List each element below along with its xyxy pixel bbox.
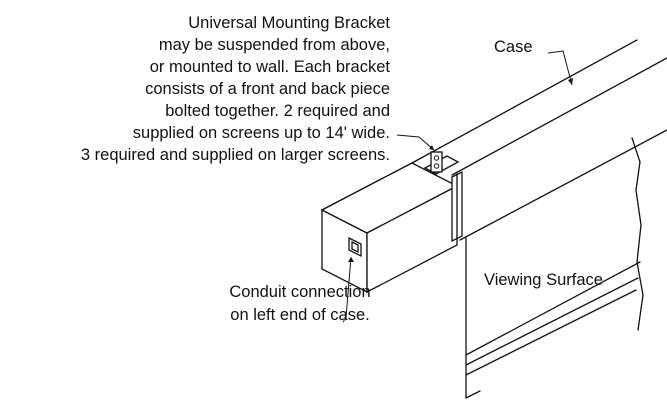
case-label: Case [494, 38, 533, 56]
bracket-line-3: or mounted to wall. Each bracket [150, 58, 391, 76]
bracket-line-4: consists of a front and back piece [145, 80, 390, 98]
leader-lines [342, 50, 573, 323]
conduit-line-1: Conduit connection [229, 283, 370, 301]
conduit-port [348, 236, 362, 258]
conduit-callout: Conduit connection on left end of case. [229, 283, 370, 324]
case-end-cap [320, 162, 459, 294]
bracket-line-6: supplied on screens up to 14' wide. [133, 124, 390, 142]
bracket-callout: Universal Mounting Bracket may be suspen… [81, 14, 391, 164]
conduit-line-2: on left end of case. [230, 306, 369, 324]
viewing-surface-label: Viewing Surface [484, 271, 603, 289]
viewing-surface [465, 137, 644, 399]
bracket-line-2: may be suspended from above, [159, 36, 390, 54]
bracket-line-7: 3 required and supplied on larger screen… [81, 146, 390, 164]
mounting-bracket [423, 151, 463, 243]
bracket-line-5: bolted together. 2 required and [165, 102, 390, 120]
bracket-line-1: Universal Mounting Bracket [188, 14, 390, 32]
